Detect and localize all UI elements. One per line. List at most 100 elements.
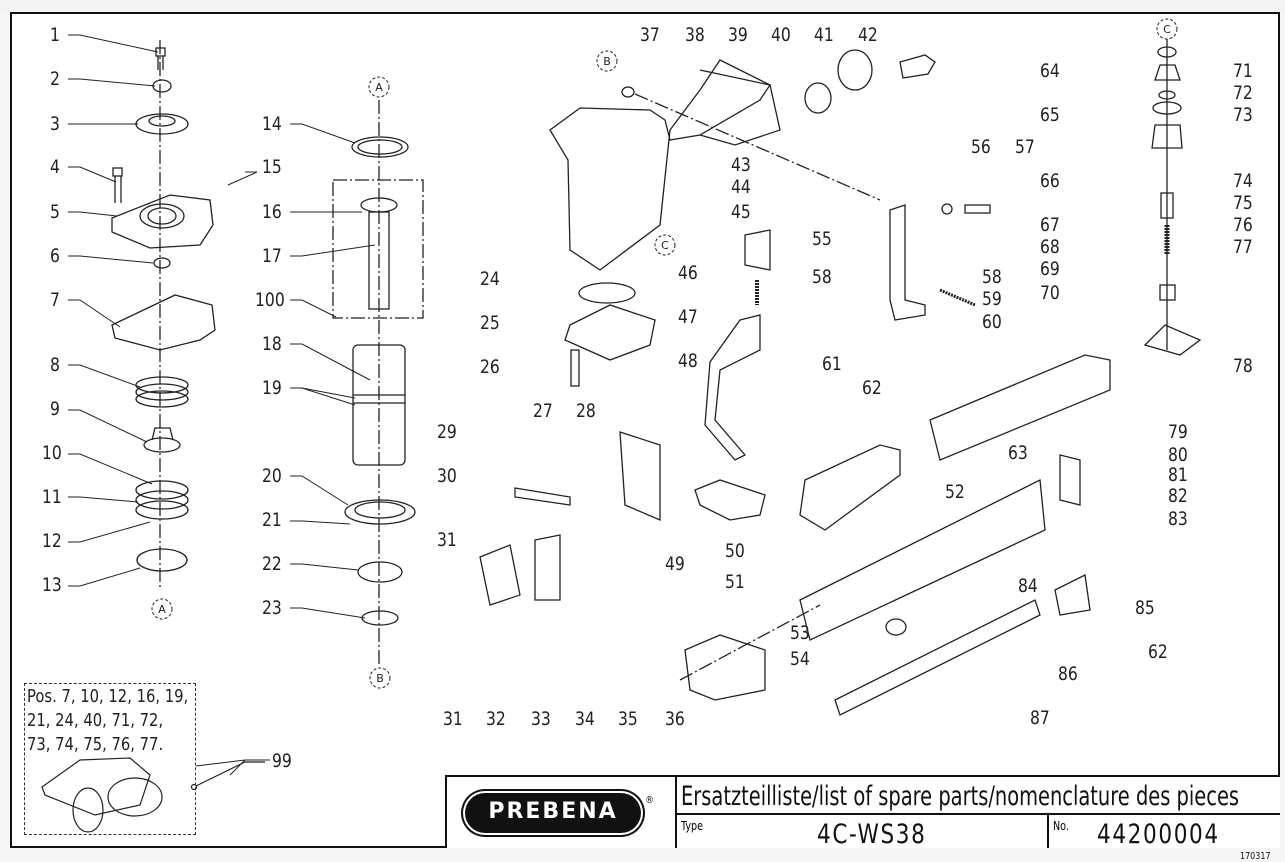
part-label-31: 31 xyxy=(437,529,457,551)
part-72-oring xyxy=(1158,90,1176,100)
brand-name: PREBENA xyxy=(488,799,618,824)
part-label-99: 99 xyxy=(272,750,292,772)
number-value: 44200004 xyxy=(1097,819,1220,850)
part-label-47: 47 xyxy=(678,306,698,328)
part-label-71: 71 xyxy=(1233,60,1253,82)
part-label-3: 3 xyxy=(50,113,60,135)
part-57-bolt xyxy=(964,204,991,214)
logo-cell: PREBENA ® xyxy=(447,777,677,848)
part-label-62: 62 xyxy=(1148,641,1168,663)
part-label-32: 32 xyxy=(486,708,506,730)
ref-label-B-top: B xyxy=(603,55,611,68)
part-40-oring xyxy=(804,82,832,114)
part-label-6: 6 xyxy=(50,245,60,267)
part-label-21: 21 xyxy=(262,509,282,531)
document-title: Ersatzteilliste/list of spare parts/nome… xyxy=(681,781,1240,812)
part-label-2: 2 xyxy=(50,68,60,90)
part-label-57: 57 xyxy=(1015,136,1035,158)
assembly-100-box xyxy=(332,179,424,319)
part-label-7: 7 xyxy=(50,289,60,311)
part-label-80: 80 xyxy=(1168,444,1188,466)
part-label-73: 73 xyxy=(1233,104,1253,126)
part-85-pusher xyxy=(1054,574,1091,616)
part-label-29: 29 xyxy=(437,421,457,443)
part-label-58: 58 xyxy=(982,266,1002,288)
ref-marker-B-bottom xyxy=(369,667,391,689)
document-code: 170317 xyxy=(1240,851,1271,862)
part-label-78: 78 xyxy=(1233,355,1253,377)
part-label-15: 15 xyxy=(262,156,282,178)
part-label-39: 39 xyxy=(728,24,748,46)
part-26-screw xyxy=(570,349,580,387)
part-label-52: 52 xyxy=(945,481,965,503)
part-label-46: 46 xyxy=(678,262,698,284)
part-label-60: 60 xyxy=(982,311,1002,333)
part-label-82: 82 xyxy=(1168,485,1188,507)
part-36-nose-lock xyxy=(684,634,766,701)
part-label-76: 76 xyxy=(1233,214,1253,236)
part-56-washer xyxy=(941,203,953,215)
part-label-77: 77 xyxy=(1233,236,1253,258)
part-label-69: 69 xyxy=(1040,258,1060,280)
part-7-gasket xyxy=(111,294,216,351)
part-label-84: 84 xyxy=(1018,575,1038,597)
ref-marker-A-top xyxy=(368,76,390,98)
part-label-36: 36 xyxy=(665,708,685,730)
part-86-pusher-rail xyxy=(834,599,1041,716)
part-label-26: 26 xyxy=(480,356,500,378)
part-label-40: 40 xyxy=(771,24,791,46)
type-cell: Type 4C-WS38 xyxy=(677,815,1049,850)
part-71-oring xyxy=(1157,46,1177,58)
part-label-18: 18 xyxy=(262,333,282,355)
part-label-23: 23 xyxy=(262,597,282,619)
part-55-bracket xyxy=(889,204,926,321)
part-label-59: 59 xyxy=(982,288,1002,310)
part-label-16: 16 xyxy=(262,201,282,223)
part-label-38: 38 xyxy=(685,24,705,46)
part-label-83: 83 xyxy=(1168,508,1188,530)
part-label-72: 72 xyxy=(1233,82,1253,104)
part-label-24: 24 xyxy=(480,268,500,290)
part-label-22: 22 xyxy=(262,553,282,575)
part-label-35: 35 xyxy=(618,708,638,730)
number-label: No. xyxy=(1053,819,1069,833)
part-label-28: 28 xyxy=(576,400,596,422)
part-label-13: 13 xyxy=(42,574,62,596)
part-65-valve-body xyxy=(1151,124,1183,149)
part-label-14: 14 xyxy=(262,113,282,135)
ref-marker-A-bottom xyxy=(151,598,173,620)
leader-lines xyxy=(68,34,376,776)
part-label-44: 44 xyxy=(731,176,751,198)
part-label-41: 41 xyxy=(814,24,834,46)
part-label-27: 27 xyxy=(533,400,553,422)
part-label-10: 10 xyxy=(42,442,62,464)
part-label-20: 20 xyxy=(262,465,282,487)
part-5-cylinder-cover xyxy=(111,194,214,249)
part-label-11: 11 xyxy=(42,486,62,508)
part-50-guide-bracket xyxy=(799,444,901,531)
ref-label-C-right: C xyxy=(1163,23,1171,36)
part-label-12: 12 xyxy=(42,530,62,552)
part-label-75: 75 xyxy=(1233,192,1253,214)
part-label-49: 49 xyxy=(665,553,685,575)
part-9-valve xyxy=(143,437,181,453)
drawing-sheet xyxy=(10,12,1280,848)
part-60-spring xyxy=(939,288,976,307)
part-84-magazine-rail xyxy=(799,478,1046,641)
part-label-30: 30 xyxy=(437,465,457,487)
part-42-air-fitting xyxy=(899,54,936,79)
part-32-trigger xyxy=(479,544,521,606)
part-label-50: 50 xyxy=(725,540,745,562)
part-14-oring xyxy=(351,136,409,158)
part-label-33: 33 xyxy=(531,708,551,730)
part-label-31: 31 xyxy=(443,708,463,730)
part-24-oring xyxy=(578,282,636,304)
part-46-clip xyxy=(744,229,771,271)
part-label-8: 8 xyxy=(50,354,60,376)
part-label-9: 9 xyxy=(50,398,60,420)
part-label-51: 51 xyxy=(725,571,745,593)
part-53-roller xyxy=(885,618,907,636)
part-34-trigger-body xyxy=(534,534,561,601)
part-label-81: 81 xyxy=(1168,464,1188,486)
